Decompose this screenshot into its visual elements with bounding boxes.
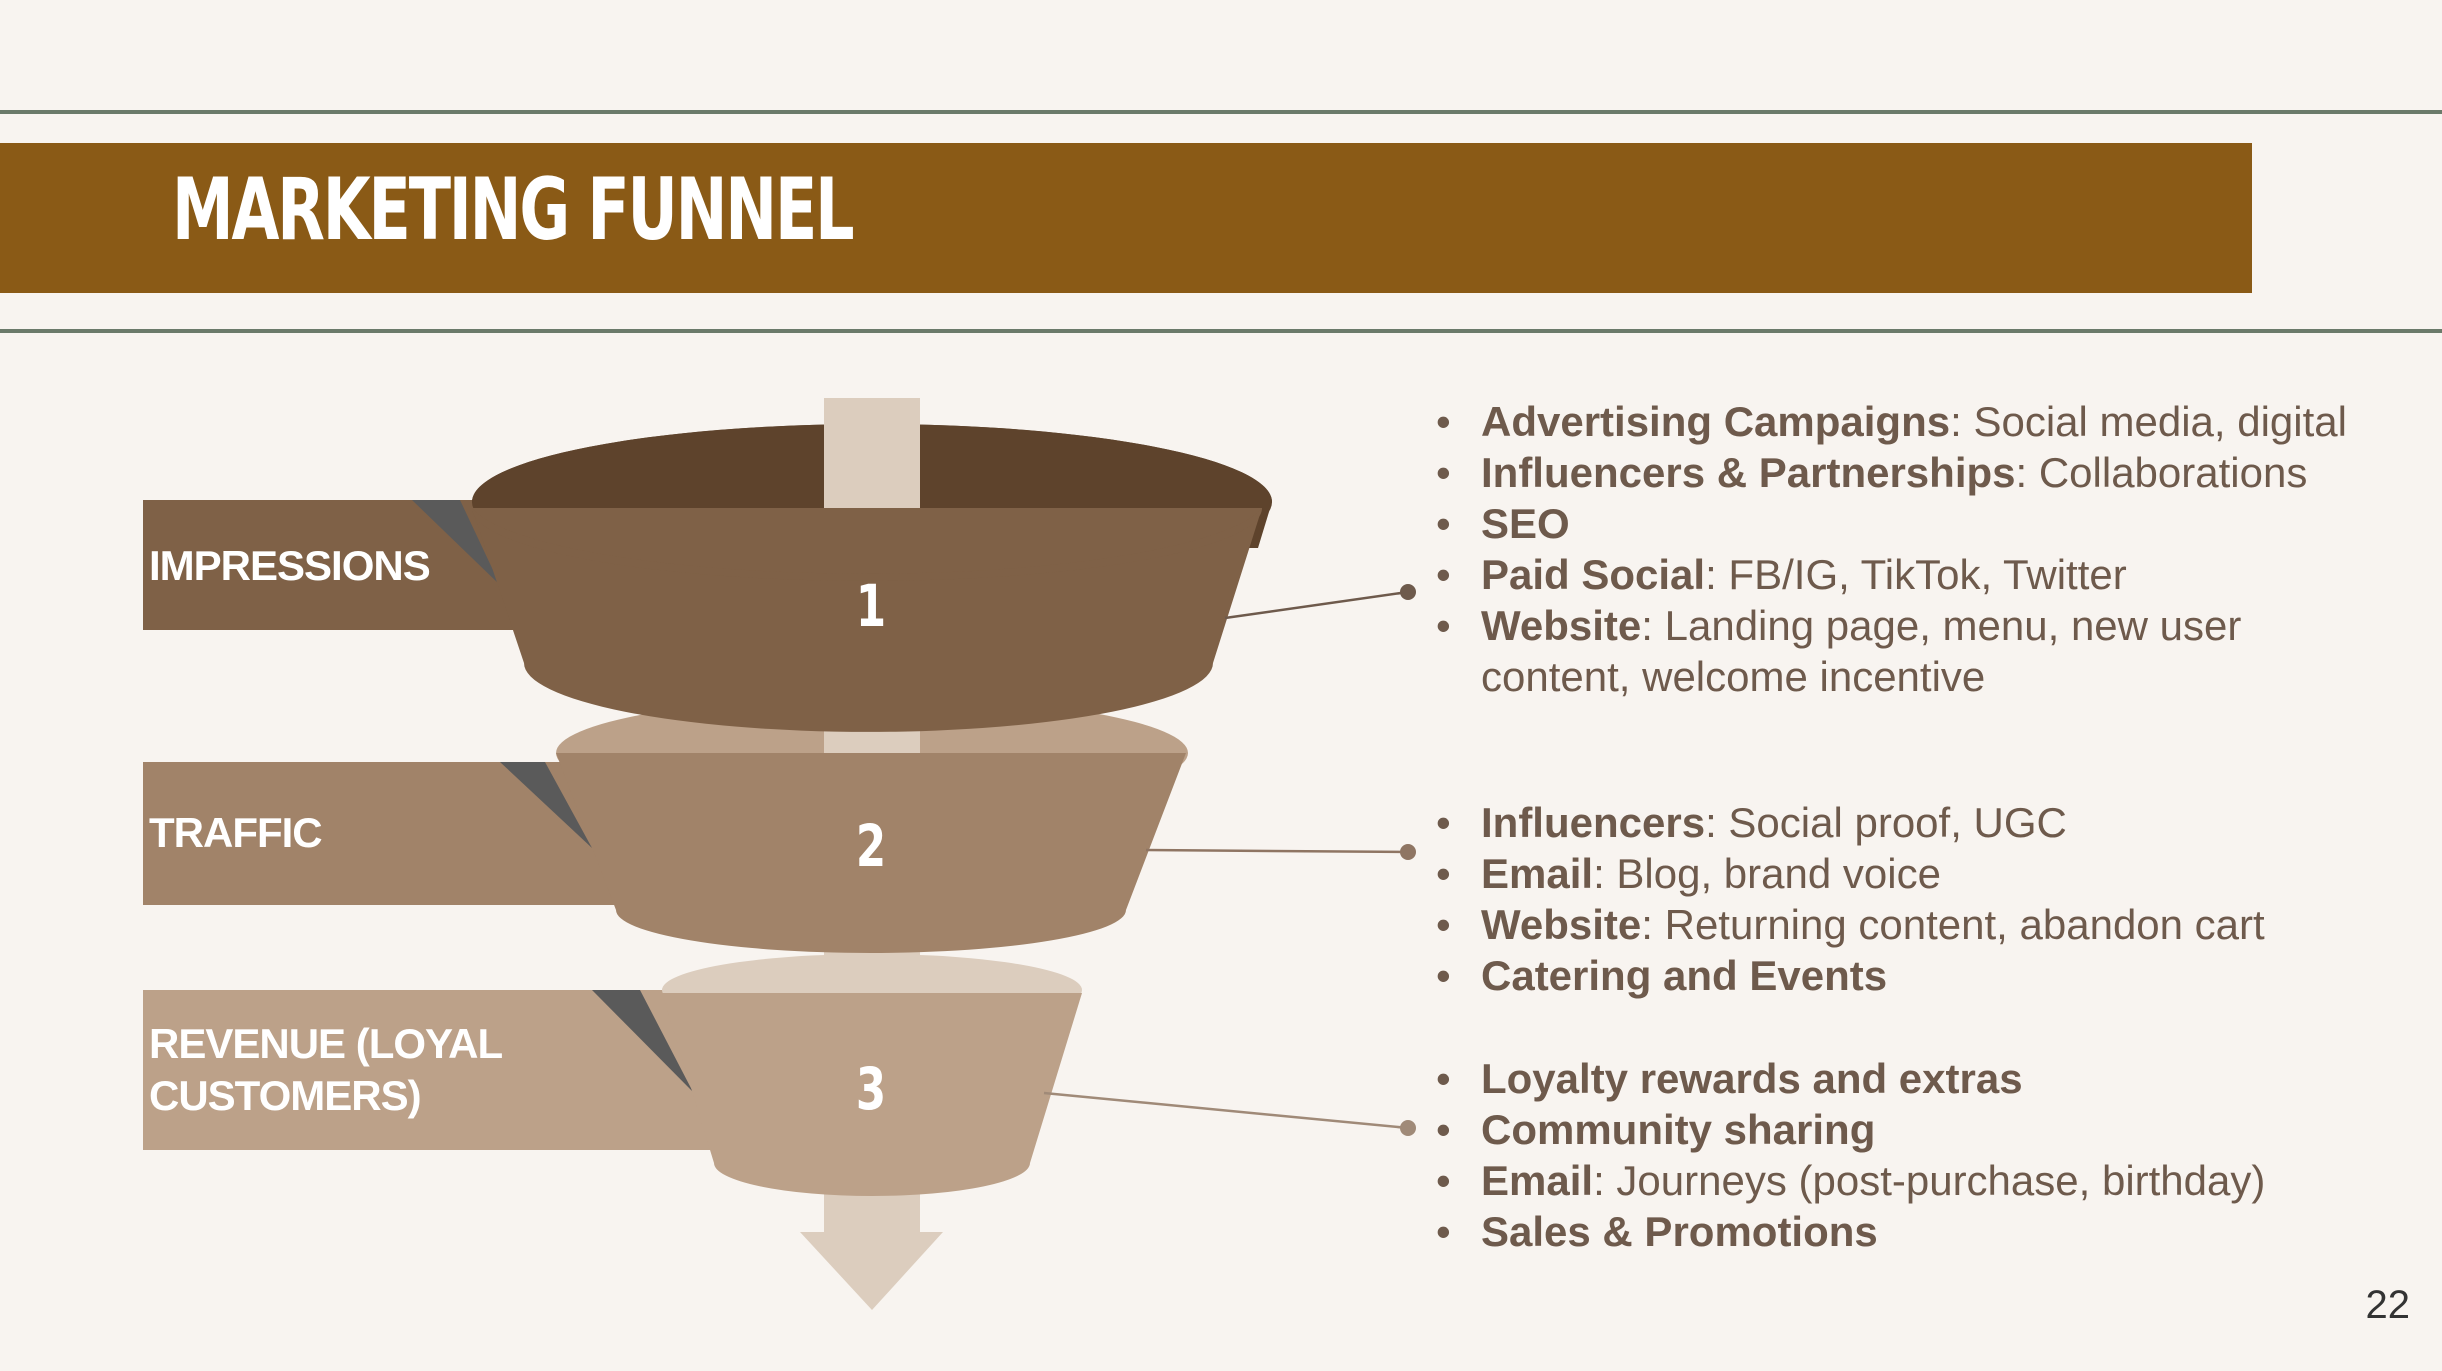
stage2-label: TRAFFIC xyxy=(149,807,322,859)
bullet-item: Community sharing xyxy=(1436,1104,2396,1155)
bullet-item: Catering and Events xyxy=(1436,950,2396,1001)
bullet-group-2: Influencers: Social proof, UGC Email: Bl… xyxy=(1436,797,2396,1001)
stage1-number: 1 xyxy=(849,572,894,640)
connector-1 xyxy=(1225,592,1408,618)
page-number: 22 xyxy=(2366,1283,2411,1328)
stage1-label: IMPRESSIONS xyxy=(149,540,430,592)
connector-2-dot xyxy=(1400,844,1416,860)
bullet-item: Website: Returning content, abandon cart xyxy=(1436,899,2396,950)
bullet-item: Email: Blog, brand voice xyxy=(1436,848,2396,899)
connector-3 xyxy=(1044,1093,1408,1128)
bullet-item: Loyalty rewards and extras xyxy=(1436,1053,2396,1104)
bullet-item: Advertising Campaigns: Social media, dig… xyxy=(1436,396,2396,447)
bullet-group-1: Advertising Campaigns: Social media, dig… xyxy=(1436,396,2396,702)
bullet-item: Influencers: Social proof, UGC xyxy=(1436,797,2396,848)
bullet-item: Influencers & Partnerships: Collaboratio… xyxy=(1436,447,2396,498)
funnel-arrow-head xyxy=(800,1232,943,1310)
stage2-number: 2 xyxy=(849,812,894,880)
bullet-item: SEO xyxy=(1436,498,2396,549)
connector-1-dot xyxy=(1400,584,1416,600)
bullet-item: Sales & Promotions xyxy=(1436,1206,2396,1257)
connector-2 xyxy=(1146,850,1408,852)
stage3-label: REVENUE (LOYAL CUSTOMERS) xyxy=(149,1018,569,1122)
connector-3-dot xyxy=(1400,1120,1416,1136)
bullet-item: Email: Journeys (post-purchase, birthday… xyxy=(1436,1155,2396,1206)
bullet-item: Paid Social: FB/IG, TikTok, Twitter xyxy=(1436,549,2396,600)
bullet-group-3: Loyalty rewards and extras Community sha… xyxy=(1436,1053,2396,1257)
stage3-number: 3 xyxy=(849,1055,894,1123)
bullet-item: Website: Landing page, menu, new user co… xyxy=(1436,600,2281,702)
